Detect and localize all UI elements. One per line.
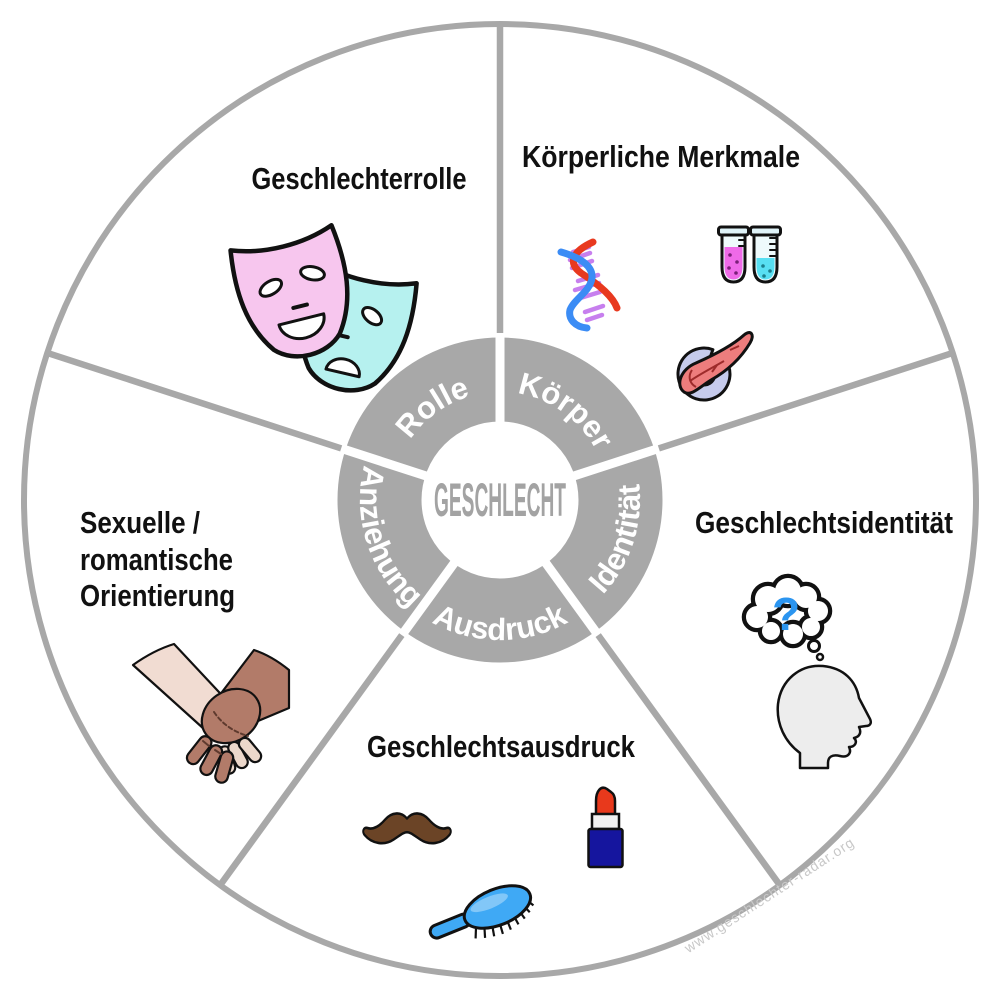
dna-strand-red [569, 238, 621, 312]
sector-label-geschlechterrolle: Geschlechterrolle [252, 161, 467, 196]
sector-orientierung: Sexuelle / romantische Orientierung [80, 505, 291, 784]
pancreas-veins [688, 345, 740, 388]
dna-strand-blue [557, 248, 596, 332]
sector-geschlechtsidentitaet: Geschlechtsidentität ? [695, 505, 953, 770]
sector-label-geschlechtsausdruck: Geschlechtsausdruck [367, 729, 636, 764]
sector-label-geschlechtsidentitaet: Geschlechtsidentität [695, 505, 953, 540]
divider-right-upper [651, 349, 954, 454]
divider-left-lower [217, 627, 409, 888]
test-tubes-icon [717, 225, 782, 284]
pancreas-icon [676, 331, 754, 402]
moustache-icon [362, 812, 452, 845]
question-mark: ? [772, 588, 800, 640]
divider-left-upper [46, 349, 349, 454]
sector-geschlechterrolle: Geschlechterrolle [228, 161, 467, 393]
svg-text:Orientierung: Orientierung [80, 578, 235, 613]
hairbrush-icon [428, 884, 535, 940]
hand-creases [202, 711, 249, 755]
svg-text:Sexuelle /: Sexuelle / [80, 505, 200, 540]
holding-hands-icon [131, 642, 291, 784]
sector-label-orientierung: Sexuelle / romantische Orientierung [80, 505, 235, 613]
dna-helix-icon [557, 238, 621, 332]
bubble-dot-large [807, 639, 821, 653]
dark-palm [200, 687, 262, 745]
inner-ring-gaps [339, 333, 661, 638]
comedy-tragedy-masks-icon [228, 223, 419, 393]
cloud-fill [746, 578, 828, 644]
sector-koerperliche-merkmale: Körperliche Merkmale [522, 139, 800, 402]
comedy-mask [228, 223, 350, 359]
sector-geschlechtsausdruck: Geschlechtsausdruck [362, 729, 636, 940]
lipstick-icon [587, 786, 624, 869]
bubble-dot-small [815, 652, 825, 662]
center-title: GESCHLECHT [434, 473, 566, 526]
thought-bubble-icon: ? [741, 573, 833, 662]
dark-fingers [185, 735, 235, 784]
head-profile-icon [776, 664, 873, 770]
svg-text:romantische: romantische [80, 542, 233, 577]
sector-label-koerperliche-merkmale: Körperliche Merkmale [522, 139, 800, 174]
sector-dividers [46, 24, 954, 888]
divider-right-lower [591, 627, 783, 888]
